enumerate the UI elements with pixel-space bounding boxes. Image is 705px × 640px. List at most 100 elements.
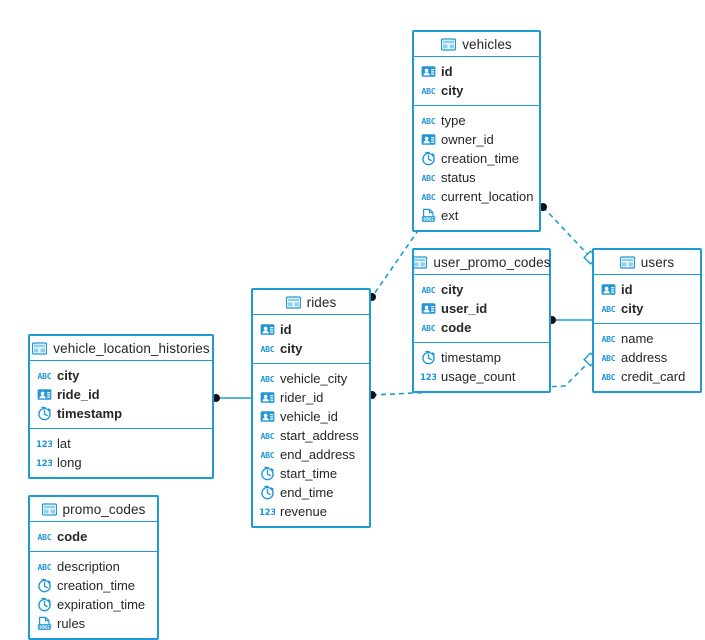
column-address[interactable]: ABC address (594, 348, 700, 367)
abc-string-icon: ABC (601, 301, 616, 316)
svg-text:ABC: ABC (38, 371, 52, 381)
json-document-icon: JSON (421, 208, 436, 223)
table-header-rides[interactable]: rides (253, 290, 369, 315)
table-title: users (640, 254, 675, 270)
table-header-users[interactable]: users (594, 250, 700, 275)
table-title: user_promo_codes (433, 254, 551, 270)
relationship-user_promo_codes-users[interactable] (548, 316, 592, 324)
column-timestamp[interactable]: timestamp (30, 404, 212, 423)
column-user_id[interactable]: user_id (414, 299, 549, 318)
column-name: credit_card (621, 369, 686, 384)
abc-string-icon: ABC (37, 529, 52, 544)
column-name: expiration_time (57, 597, 146, 612)
column-name: end_address (280, 447, 356, 462)
svg-text:ABC: ABC (38, 532, 52, 542)
id-card-icon (260, 322, 275, 337)
svg-text:ABC: ABC (38, 562, 52, 572)
table-grid-icon (441, 37, 457, 51)
table-title: vehicle_location_histories (53, 340, 210, 356)
clock-icon (37, 578, 52, 593)
svg-text:ABC: ABC (602, 372, 616, 382)
123-number-icon: 123 (37, 455, 52, 470)
column-owner_id[interactable]: owner_id (414, 130, 539, 149)
abc-string-icon: ABC (37, 368, 52, 383)
column-vehicle_id[interactable]: vehicle_id (253, 407, 369, 426)
abc-string-icon: ABC (601, 350, 616, 365)
column-name: user_id (441, 301, 488, 316)
abc-string-icon: ABC (421, 113, 436, 128)
column-expiration_time[interactable]: expiration_time (30, 595, 157, 614)
column-timestamp[interactable]: timestamp (414, 348, 549, 367)
column-name: address (621, 350, 668, 365)
relationship-vehicle_location_histories-rides[interactable] (212, 394, 251, 402)
column-name: rules (57, 616, 86, 631)
column-id[interactable]: id (253, 320, 369, 339)
abc-string-icon: ABC (260, 341, 275, 356)
column-id[interactable]: id (414, 62, 539, 81)
svg-text:ABC: ABC (261, 431, 275, 441)
column-name: current_location (441, 189, 534, 204)
column-name: rider_id (280, 390, 324, 405)
column-rider_id[interactable]: rider_id (253, 388, 369, 407)
column-name: timestamp (57, 406, 123, 421)
svg-text:123: 123 (37, 440, 52, 450)
column-start_time[interactable]: start_time (253, 464, 369, 483)
column-name: id (280, 322, 292, 337)
column-creation_time[interactable]: creation_time (414, 149, 539, 168)
abc-string-icon: ABC (421, 320, 436, 335)
column-ride_id[interactable]: ride_id (30, 385, 212, 404)
table-header-promo_codes[interactable]: promo_codes (30, 497, 157, 522)
svg-text:ABC: ABC (602, 334, 616, 344)
table-header-user_promo_codes[interactable]: user_promo_codes (412, 250, 551, 275)
column-name: creation_time (441, 151, 520, 166)
column-credit_card[interactable]: ABC credit_card (594, 367, 700, 386)
table-header-vehicle_location_histories[interactable]: vehicle_location_histories (30, 336, 212, 361)
svg-text:ABC: ABC (261, 344, 275, 354)
table-header-vehicles[interactable]: vehicles (414, 32, 539, 57)
123-number-icon: 123 (421, 369, 436, 384)
column-creation_time[interactable]: creation_time (30, 576, 157, 595)
column-id[interactable]: id (594, 280, 700, 299)
id-card-icon (260, 390, 275, 405)
column-name: creation_time (57, 578, 136, 593)
table-title: rides (306, 294, 337, 310)
svg-text:JSON: JSON (422, 216, 435, 222)
column-name: name (621, 331, 654, 346)
column-end_time[interactable]: end_time (253, 483, 369, 502)
table-grid-icon (32, 341, 48, 355)
abc-string-icon: ABC (601, 369, 616, 384)
column-name[interactable]: ABC name (594, 329, 700, 348)
